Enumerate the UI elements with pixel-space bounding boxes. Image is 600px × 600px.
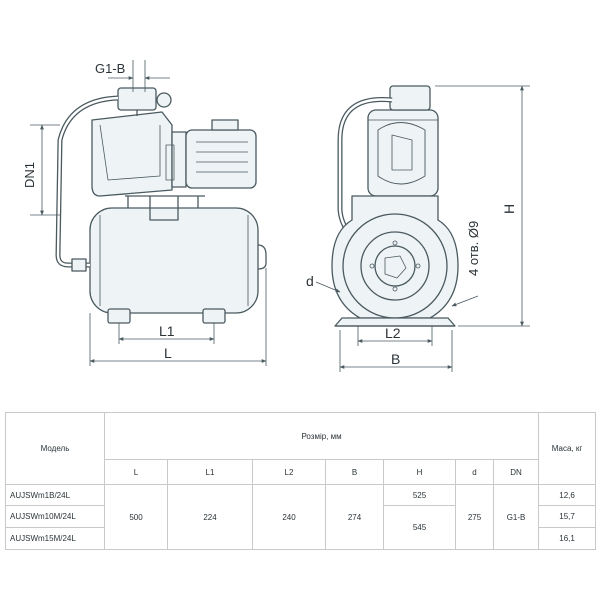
mass-cell: 12,6 bbox=[538, 484, 597, 506]
header-h: H bbox=[383, 459, 456, 485]
label-b: B bbox=[391, 351, 400, 367]
label-g1b: G1-B bbox=[95, 61, 125, 76]
label-holes: 4 отв. Ø9 bbox=[466, 221, 481, 276]
model-cell: AUJSWm10M/24L bbox=[5, 505, 105, 528]
label-h: H bbox=[501, 204, 517, 214]
header-d: d bbox=[455, 459, 494, 485]
motor bbox=[185, 129, 257, 189]
header-l: L bbox=[104, 459, 168, 485]
pump-station-drawing: G1-B DN1 L1 L d L2 B H 4 отв. Ø9 bbox=[22, 60, 530, 372]
pump-bracket bbox=[127, 196, 199, 221]
header-l2: L2 bbox=[252, 459, 326, 485]
technical-drawing: G1-B DN1 L1 L d L2 B H 4 отв. Ø9 bbox=[22, 60, 530, 372]
specs-table: Модель Розмір, мм Маса, кг L L1 L2 B H d… bbox=[5, 412, 597, 550]
front-view bbox=[30, 60, 267, 366]
header-size-group: Розмір, мм bbox=[103, 412, 540, 460]
cell-dn: G1-B bbox=[492, 484, 540, 550]
cell-l: 500 bbox=[104, 484, 168, 550]
model-cell: AUJSWm15M/24L bbox=[5, 527, 105, 550]
header-l1: L1 bbox=[167, 459, 253, 485]
cell-h: 525 bbox=[383, 484, 456, 506]
header-model: Модель bbox=[5, 412, 105, 485]
cell-b: 274 bbox=[325, 484, 384, 550]
table-row: AUJSWm15M/24L 16,1 bbox=[5, 527, 597, 550]
cell-h: 545 bbox=[383, 505, 456, 550]
cell-l1: 224 bbox=[167, 484, 253, 550]
table-row: AUJSWm10M/24L 545 15,7 bbox=[5, 505, 597, 550]
mass-cell: 15,7 bbox=[538, 505, 597, 528]
tank-body bbox=[89, 207, 259, 314]
tank-foot-right bbox=[202, 308, 226, 324]
table-row: AUJSWm1B/24L 500 224 240 274 525 275 G1-… bbox=[5, 484, 597, 550]
pressure-gauge bbox=[156, 92, 172, 108]
mass-cell: 16,1 bbox=[538, 527, 597, 550]
label-d: d bbox=[306, 273, 314, 289]
header-mass: Маса, кг bbox=[538, 412, 597, 485]
header-dn: DN bbox=[492, 459, 540, 485]
cell-l2: 240 bbox=[252, 484, 326, 550]
side-view bbox=[315, 85, 530, 372]
model-cell: AUJSWm1B/24L bbox=[5, 484, 105, 506]
label-l2: L2 bbox=[385, 325, 401, 341]
pressure-switch bbox=[117, 87, 157, 111]
label-l1: L1 bbox=[159, 323, 175, 339]
cell-d: 275 bbox=[455, 484, 494, 550]
header-b: B bbox=[325, 459, 384, 485]
label-dn1: DN1 bbox=[22, 162, 37, 188]
tank-foot-left bbox=[107, 308, 131, 324]
label-l: L bbox=[164, 345, 172, 361]
